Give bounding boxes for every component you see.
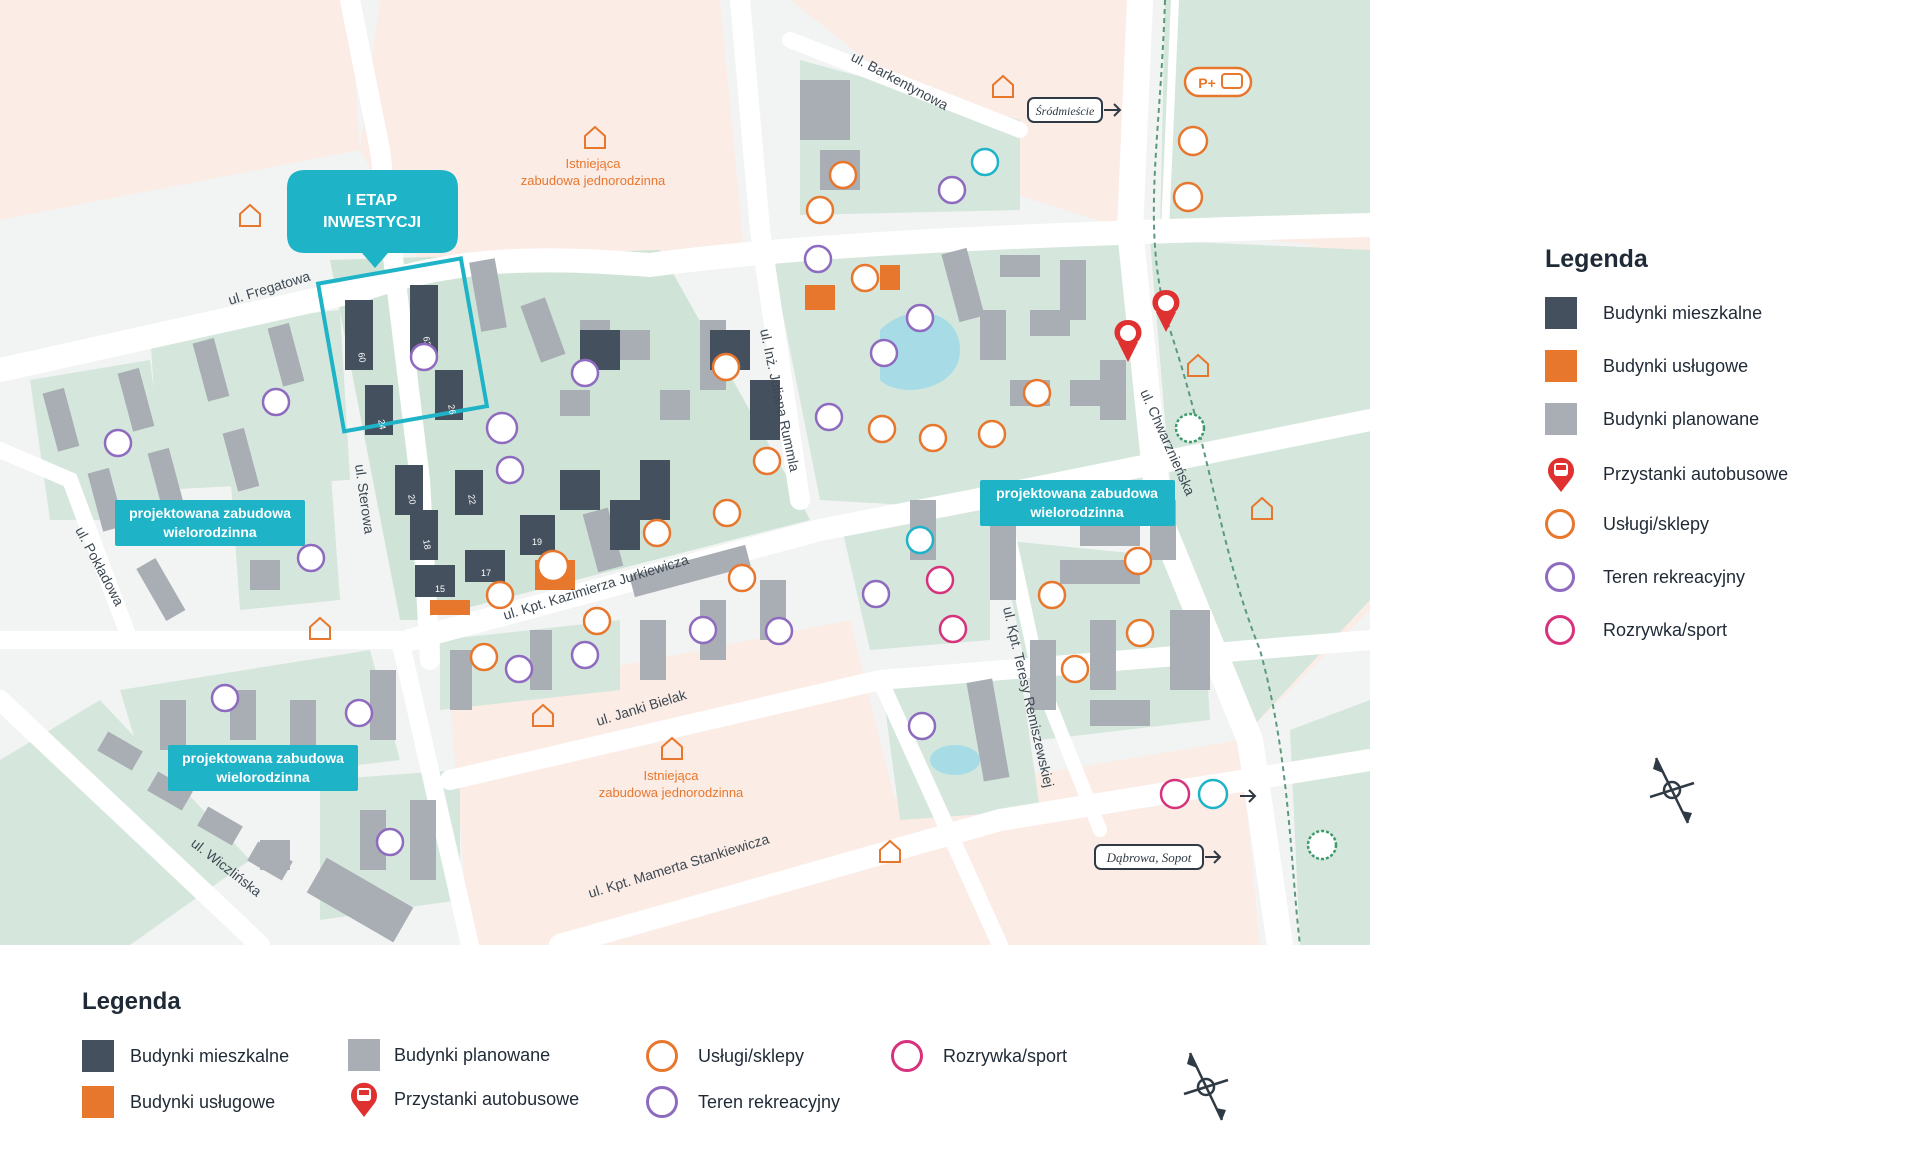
residential-buildings bbox=[345, 285, 780, 597]
bus-stop-icon bbox=[1548, 457, 1574, 492]
svg-text:P+: P+ bbox=[1198, 75, 1216, 91]
bus-glyph-icon bbox=[1158, 295, 1174, 311]
side-legend-item-residential: Budynki mieszkalne bbox=[1545, 297, 1762, 329]
side-legend-item-planned: Budynki planowane bbox=[1545, 403, 1759, 435]
label-b20: 20 bbox=[406, 494, 418, 506]
house-icon bbox=[661, 736, 683, 760]
existing2-line1: Istniejąca bbox=[644, 768, 700, 783]
label-b15: 15 bbox=[435, 584, 445, 594]
existing-labels: Istniejąca zabudowa jednorodzinna Istnie… bbox=[521, 156, 744, 800]
sign-srodmiescie: Śródmieście bbox=[1027, 97, 1122, 123]
side-legend-item-recreation: Teren rekreacyjny bbox=[1545, 562, 1745, 592]
building-17 bbox=[465, 550, 505, 582]
services-ring-icon bbox=[1545, 509, 1575, 539]
pond bbox=[930, 745, 980, 775]
label-b18: 18 bbox=[421, 539, 433, 551]
svg-text:Śródmieście: Śródmieście bbox=[1036, 104, 1095, 118]
house-icon bbox=[1251, 496, 1273, 520]
sign-dabrowa: Dąbrowa, Sopot bbox=[1094, 844, 1222, 870]
services-ring-icon bbox=[646, 1040, 678, 1072]
building-22 bbox=[455, 470, 483, 515]
existing2-line2: zabudowa jednorodzinna bbox=[599, 785, 744, 800]
residential-swatch bbox=[1545, 297, 1577, 329]
stage1-callout: I ETAP INWESTYCJI bbox=[287, 170, 458, 268]
house-icon bbox=[309, 616, 331, 640]
building-19 bbox=[520, 515, 555, 555]
bottom-legend-item-recreation: Teren rekreacyjny bbox=[646, 1086, 840, 1118]
callout-line1: I ETAP bbox=[347, 192, 398, 209]
label-b62: 62 bbox=[421, 336, 433, 348]
sign-park-ride: P+ bbox=[1183, 66, 1253, 98]
existing1-line1: Istniejąca bbox=[566, 156, 622, 171]
poi-markers bbox=[103, 125, 1338, 861]
planned-buildings bbox=[42, 80, 1210, 943]
compass-icon bbox=[1649, 757, 1695, 824]
label-b17: 17 bbox=[481, 568, 491, 578]
bike-pois bbox=[1174, 412, 1338, 861]
bottom-legend-item-residential: Budynki mieszkalne bbox=[82, 1040, 289, 1072]
sport-pois bbox=[925, 565, 1191, 810]
house-icon bbox=[584, 125, 606, 149]
house-icon bbox=[532, 703, 554, 727]
lake bbox=[880, 312, 960, 390]
zone3-line1: projektowana zabudowa bbox=[182, 750, 344, 766]
house-icon bbox=[992, 74, 1014, 98]
bottom-legend-item-sport: Rozrywka/sport bbox=[891, 1040, 1067, 1072]
bottom-legend-item-planned: Budynki planowane bbox=[348, 1039, 550, 1071]
bus-stop-markers bbox=[1114, 290, 1180, 362]
recreation-ring-icon bbox=[646, 1086, 678, 1118]
planned-swatch bbox=[348, 1039, 380, 1071]
zone2-line1: projektowana zabudowa bbox=[996, 485, 1158, 501]
site-map[interactable]: I ETAP INWESTYCJI 60 62 24 26 20 22 18 1… bbox=[0, 0, 1370, 945]
zone3-line2: wielorodzinna bbox=[215, 769, 310, 785]
planned-zone-labels: projektowana zabudowa wielorodzinna proj… bbox=[115, 480, 1175, 791]
recreation-pois bbox=[103, 175, 967, 857]
sport-ring-icon bbox=[1545, 615, 1575, 645]
building-15 bbox=[415, 565, 455, 597]
side-legend-item-bus: Przystanki autobusowe bbox=[1545, 455, 1788, 493]
label-b26: 26 bbox=[446, 404, 458, 416]
investment-site-area bbox=[330, 250, 810, 620]
house-icons bbox=[239, 74, 1273, 863]
recreation-ring-icon bbox=[1545, 562, 1575, 592]
label-b60: 60 bbox=[356, 352, 368, 364]
label-b24: 24 bbox=[376, 419, 388, 431]
service-pois bbox=[469, 125, 1209, 684]
side-legend-item-sport: Rozrywka/sport bbox=[1545, 615, 1727, 645]
education-pois bbox=[905, 147, 1229, 810]
house-icon bbox=[1187, 353, 1209, 377]
sport-ring-icon bbox=[891, 1040, 923, 1072]
service-swatch bbox=[1545, 350, 1577, 382]
building-60 bbox=[345, 300, 373, 370]
residential-swatch bbox=[82, 1040, 114, 1072]
bus-stop-icon bbox=[351, 1082, 377, 1117]
callout-line2: INWESTYCJI bbox=[323, 214, 421, 231]
label-b22: 22 bbox=[466, 494, 478, 506]
house-icon bbox=[239, 203, 261, 227]
building-labels: 60 62 24 26 20 22 18 15 17 19 bbox=[356, 336, 542, 594]
bottom-legend-item-service: Budynki usługowe bbox=[82, 1086, 275, 1118]
house-icon bbox=[879, 839, 901, 863]
label-b19: 19 bbox=[532, 537, 542, 547]
building-18 bbox=[410, 510, 438, 560]
zone2-line2: wielorodzinna bbox=[1029, 504, 1124, 520]
bottom-legend-item-services: Usługi/sklepy bbox=[646, 1040, 804, 1072]
zone1-line1: projektowana zabudowa bbox=[129, 505, 291, 521]
bus-glyph-icon bbox=[1120, 325, 1136, 341]
building-20 bbox=[395, 465, 423, 515]
side-legend-item-services: Usługi/sklepy bbox=[1545, 509, 1709, 539]
bottom-legend-title: Legenda bbox=[82, 988, 181, 1015]
bottom-legend-item-bus: Przystanki autobusowe bbox=[348, 1080, 579, 1118]
svg-text:Dąbrowa, Sopot: Dąbrowa, Sopot bbox=[1106, 850, 1192, 865]
bike-path bbox=[1152, 0, 1301, 945]
compass-icon bbox=[1183, 1052, 1229, 1121]
existing1-line2: zabudowa jednorodzinna bbox=[521, 173, 666, 188]
planned-swatch bbox=[1545, 403, 1577, 435]
stage1-outline bbox=[315, 256, 490, 434]
service-swatch bbox=[82, 1086, 114, 1118]
arrow-icon bbox=[1240, 789, 1257, 803]
zone1-line2: wielorodzinna bbox=[162, 524, 257, 540]
side-legend-title: Legenda bbox=[1545, 245, 1648, 273]
side-legend-item-service: Budynki usługowe bbox=[1545, 350, 1748, 382]
